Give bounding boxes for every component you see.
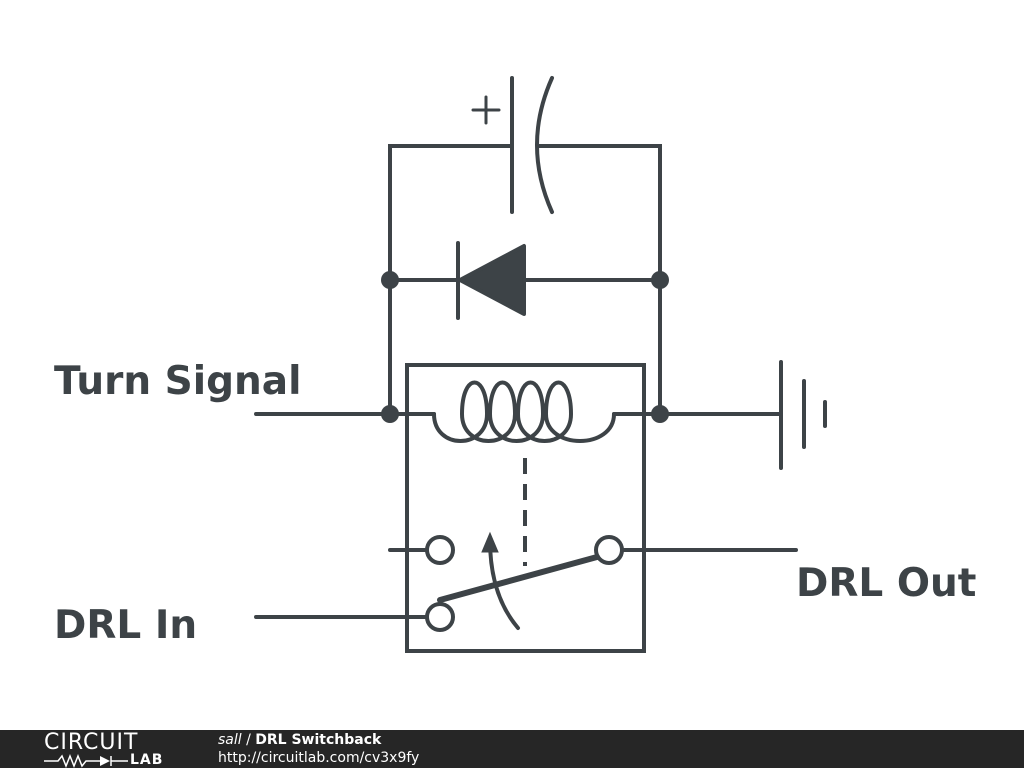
switch-arrowhead bbox=[481, 531, 499, 553]
drl-in-label: DRL In bbox=[54, 603, 197, 648]
junction-dot bbox=[381, 271, 399, 289]
circuit-title[interactable]: DRL Switchback bbox=[255, 732, 382, 748]
switch-common-contact bbox=[425, 602, 455, 632]
circuitlab-logo[interactable]: CIRCUIT LAB bbox=[44, 732, 176, 768]
diode bbox=[388, 241, 662, 320]
relay-switch bbox=[254, 531, 798, 632]
ground-symbol bbox=[658, 360, 827, 470]
diode-triangle bbox=[458, 244, 526, 316]
circuit-meta: sall / DRL Switchback http://circuitlab.… bbox=[218, 731, 419, 767]
capacitor-left-wire bbox=[388, 144, 514, 282]
drl-out-label: DRL Out bbox=[796, 561, 976, 606]
junctions bbox=[381, 271, 669, 423]
junction-dot bbox=[381, 405, 399, 423]
switch-arm bbox=[437, 554, 600, 603]
coil-windings bbox=[432, 380, 616, 443]
capacitor-right-wire bbox=[536, 144, 662, 282]
junction-dot bbox=[651, 405, 669, 423]
capacitor bbox=[388, 76, 662, 282]
turn-signal-label: Turn Signal bbox=[54, 359, 301, 404]
logo-text-lab: LAB bbox=[130, 752, 164, 768]
relay-box bbox=[405, 363, 646, 653]
author-link[interactable]: sall bbox=[218, 732, 242, 748]
relay-coil bbox=[388, 380, 662, 443]
circuit-schematic: Turn Signal DRL In DRL Out bbox=[54, 76, 976, 653]
junction-dot bbox=[651, 271, 669, 289]
circuit-url-link[interactable]: http://circuitlab.com/cv3x9fy bbox=[218, 750, 420, 766]
switch-no-contact bbox=[594, 535, 624, 565]
switch-nc-contact bbox=[425, 535, 455, 565]
logo-waveform-icon bbox=[44, 754, 128, 768]
footer-bar: CIRCUIT LAB sall / DRL Switchback http:/… bbox=[0, 730, 1024, 768]
meta-separator: / bbox=[241, 732, 256, 748]
logo-text-circuit: CIRCUIT bbox=[44, 730, 139, 755]
